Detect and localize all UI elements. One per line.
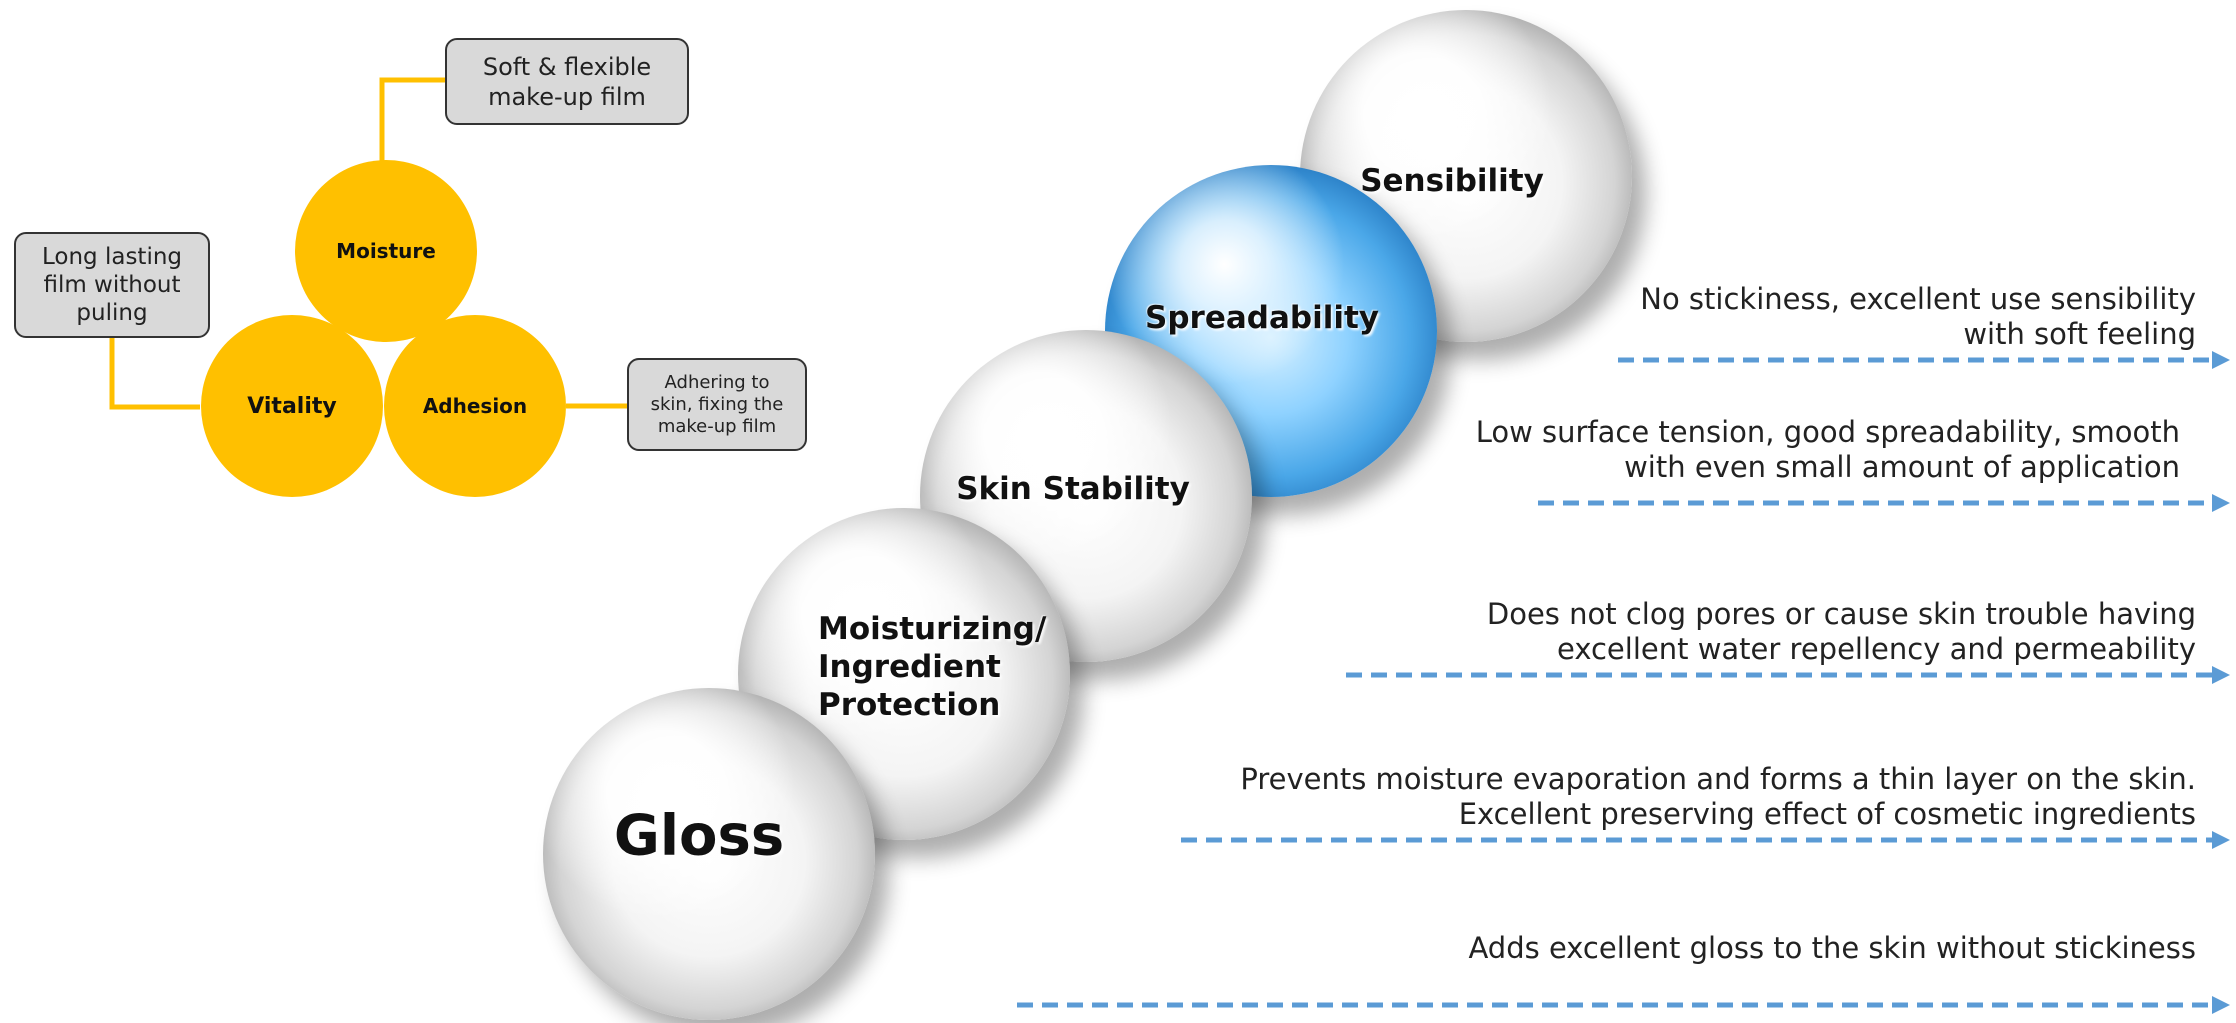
- arrow-moisturizing: [1181, 831, 2230, 849]
- arrow-sensibility-head: [2212, 351, 2230, 369]
- sphere-label-moisturizing: Moisturizing/ Ingredient Protection: [818, 611, 1047, 723]
- sphere-label-skin-stability: Skin Stability: [956, 470, 1190, 507]
- circle-moisture-label: Moisture: [336, 239, 436, 263]
- arrow-layer: [1017, 351, 2230, 1014]
- arrow-skin-stability-head: [2212, 666, 2230, 684]
- arrow-sensibility: [1618, 351, 2230, 369]
- arrow-spreadability-head: [2212, 494, 2230, 512]
- circle-moisture: Moisture: [295, 160, 477, 342]
- desc-skin-stability: Does not clog pores or cause skin troubl…: [1486, 597, 2196, 666]
- connector-lines: [109, 77, 627, 410]
- desc-spreadability: Low surface tension, good spreadability,…: [1475, 415, 2180, 484]
- box-adhering: Adhering to skin, fixing the make-up fil…: [627, 358, 807, 451]
- sphere-label-gloss: Gloss: [613, 803, 785, 869]
- desc-moisturizing: Prevents moisture evaporation and forms …: [1240, 762, 2196, 831]
- arrow-gloss-head: [2212, 996, 2230, 1014]
- sphere-label-sensibility: Sensibility: [1360, 162, 1544, 199]
- sphere-gloss: [543, 688, 875, 1020]
- sphere-label-spreadability: Spreadability: [1145, 299, 1379, 336]
- arrow-spreadability: [1538, 494, 2230, 512]
- box-long-lasting: Long lasting film without puling: [14, 232, 210, 338]
- circle-vitality: Vitality: [201, 315, 383, 497]
- arrow-gloss: [1017, 996, 2230, 1014]
- connector-vitality-left-box: [109, 338, 200, 410]
- connector-moisture-top-box: [379, 77, 445, 165]
- desc-gloss: Adds excellent gloss to the skin without…: [1468, 931, 2196, 965]
- circle-adhesion-label: Adhesion: [422, 394, 528, 418]
- desc-sensibility: No stickiness, excellent use sensibility…: [1640, 282, 2196, 351]
- circle-adhesion: Adhesion: [384, 315, 566, 497]
- arrow-skin-stability: [1346, 666, 2230, 684]
- circle-vitality-label: Vitality: [247, 393, 337, 419]
- arrow-moisturizing-head: [2212, 831, 2230, 849]
- box-soft-flexible: Soft & flexible make-up film: [445, 38, 689, 125]
